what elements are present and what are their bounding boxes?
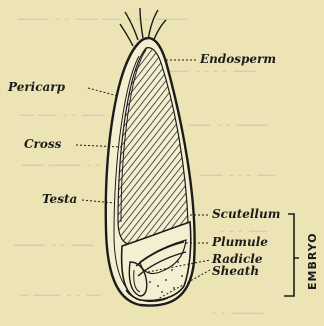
svg-text:ـــــــ ۔۔: ـــــــ ۔۔	[210, 300, 264, 318]
svg-text:ـــــ ۔۔ ـــــــ: ـــــ ۔۔ ـــــــ	[13, 232, 94, 250]
svg-text:ــــ ۔۔۔ ـــــ: ــــ ۔۔۔ ـــــ	[199, 162, 276, 180]
embryo-bracket	[284, 214, 299, 296]
label-cross: Cross	[24, 137, 62, 151]
svg-text:ـــــــ ۔۔ ـــــ: ـــــــ ۔۔ ـــــ	[187, 112, 268, 130]
label-endosperm: Endosperm	[199, 52, 276, 66]
leader-pericarp	[88, 88, 118, 96]
label-sheath: Sheath	[212, 264, 259, 278]
grain	[106, 8, 195, 306]
label-plumule: Plumule	[211, 235, 268, 249]
svg-text:ـــ ۔۔ ــــــ ــ: ـــ ۔۔ ــــــ ــ	[19, 282, 101, 300]
svg-text:ـــــــ ۔۔۔ ــــ ـــــ ۔۔ ــــ: ـــــــ ۔۔۔ ــــ ـــــ ۔۔ ـــــــ	[17, 6, 187, 24]
label-scutellum: Scutellum	[212, 207, 280, 221]
label-testa: Testa	[42, 192, 77, 206]
label-pericarp: Pericarp	[7, 80, 66, 94]
label-embryo: EMBRYO	[306, 232, 319, 290]
svg-text:ـــــ ۔۔ ــــ ـــ: ـــــ ۔۔ ــــ ـــ	[19, 102, 105, 120]
